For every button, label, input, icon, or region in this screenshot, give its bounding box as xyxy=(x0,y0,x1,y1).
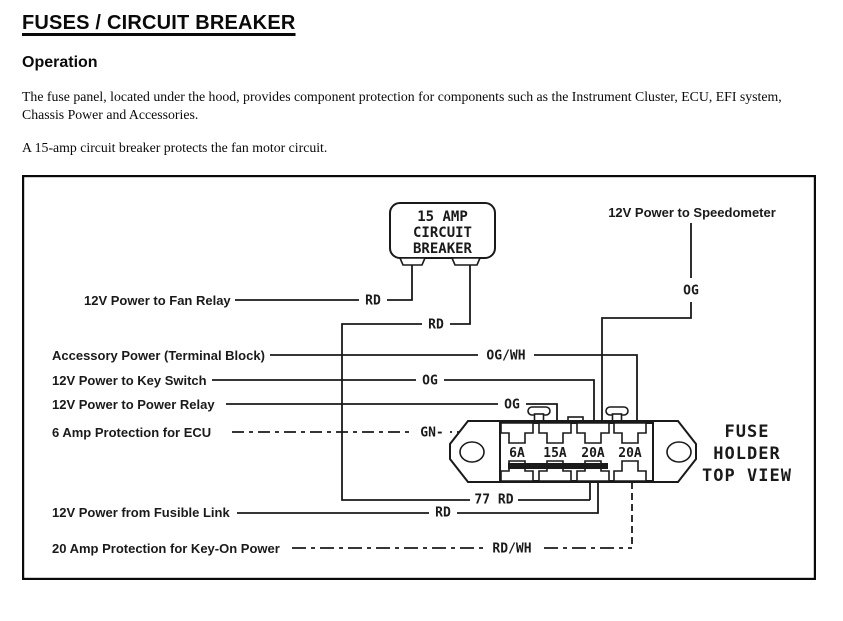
wire-label-77-rd: 77 RD xyxy=(474,493,513,508)
circuit-breaker: 15 AMP CIRCUIT BREAKER xyxy=(389,202,496,266)
breaker-right-tab xyxy=(450,257,482,266)
body-paragraph-2: A 15-amp circuit breaker protects the fa… xyxy=(22,140,328,155)
fuse-holder-caption: FUSE HOLDER TOP VIEW xyxy=(702,422,792,486)
mounting-hole-left xyxy=(459,441,485,463)
fuse-amp-label-1: 6A xyxy=(509,446,525,461)
fuse-slot-20a-2 xyxy=(613,422,647,482)
fuse-holder: 6A 15A 20A 20A xyxy=(449,406,697,483)
label-ecu: 6 Amp Protection for ECU xyxy=(52,425,211,440)
page-title: FUSES / CIRCUIT BREAKER xyxy=(22,12,296,34)
label-accessory: Accessory Power (Terminal Block) xyxy=(52,348,265,363)
wire-color-labels: RD RD OG OG/WH OG OG GN- 77 RD RD RD/WH xyxy=(359,278,705,557)
wire-fusible-link xyxy=(237,470,599,514)
fuse-wiring-diagram: 15 AMP CIRCUIT BREAKER xyxy=(22,175,816,580)
wire-key-on-power xyxy=(292,482,633,549)
mounting-hole-right xyxy=(666,441,692,463)
wire-label-rd-wh: RD/WH xyxy=(492,542,531,557)
fuse-amp-label-3: 20A xyxy=(581,446,605,461)
label-power-relay: 12V Power to Power Relay xyxy=(52,397,215,412)
fuse-holder-clip-2 xyxy=(605,406,629,423)
wire-label-rd-fusible: RD xyxy=(435,506,451,521)
wire-label-og-wh: OG/WH xyxy=(486,349,525,364)
label-fan-relay: 12V Power to Fan Relay xyxy=(84,293,231,308)
wire-label-rd-fan: RD xyxy=(365,294,381,309)
breaker-label-line3: BREAKER xyxy=(413,241,473,257)
wire-label-og-key: OG xyxy=(422,374,438,389)
label-key-on: 20 Amp Protection for Key-On Power xyxy=(52,541,280,556)
label-speedometer: 12V Power to Speedometer xyxy=(608,205,776,220)
caption-top-view: TOP VIEW xyxy=(702,466,792,486)
wire-label-og-relay: OG xyxy=(504,398,520,413)
label-key-switch: 12V Power to Key Switch xyxy=(52,373,207,388)
wire-accessory-power xyxy=(270,354,638,433)
wire-fan-relay xyxy=(235,265,413,301)
wire-label-gn: GN- xyxy=(420,426,443,441)
wire-label-og-speedo: OG xyxy=(683,284,699,299)
breaker-label-line2: CIRCUIT xyxy=(413,225,472,241)
fuse-amp-label-4: 20A xyxy=(618,446,642,461)
section-heading: Operation xyxy=(22,54,98,71)
fuse-amp-label-2: 15A xyxy=(543,446,567,461)
bus-bar xyxy=(508,463,608,469)
breaker-label-line1: 15 AMP xyxy=(417,209,468,225)
breaker-left-tab xyxy=(398,257,427,266)
wire-label-rd-breaker: RD xyxy=(428,318,444,333)
body-paragraph-1: The fuse panel, located under the hood, … xyxy=(22,89,782,122)
label-fusible-link: 12V Power from Fusible Link xyxy=(52,505,230,520)
wire-key-switch xyxy=(212,379,595,429)
wire-speedometer xyxy=(601,223,692,429)
wire-power-relay xyxy=(226,403,558,427)
caption-holder: HOLDER xyxy=(713,444,780,464)
caption-fuse: FUSE xyxy=(725,422,770,442)
